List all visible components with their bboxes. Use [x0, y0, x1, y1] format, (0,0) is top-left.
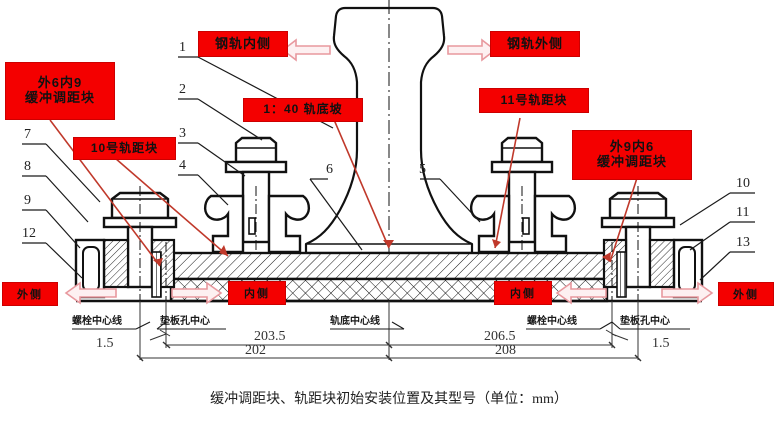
arrow-inner-left — [171, 281, 223, 305]
leader-number-5: 5 — [419, 162, 426, 177]
callout-gauge-block-10-text: 10号轨距块 — [90, 140, 159, 155]
arrow-rail-outer — [447, 38, 497, 62]
label-rail-base-center: 轨底中心线 — [330, 316, 380, 327]
callout-buffer-block-right: 外9内6 缓冲调距块 — [572, 130, 692, 180]
callout-rail-inner-side: 钢轨内侧 — [198, 31, 288, 57]
leader-number-11: 11 — [736, 205, 750, 220]
base-plate — [169, 251, 609, 281]
callout-buffer-block-left-line1: 外6内9 — [37, 75, 83, 91]
red-leader-arrowheads — [153, 239, 611, 266]
arrow-rail-inner — [281, 38, 331, 62]
red-callout-leaders — [49, 114, 638, 267]
callout-buffer-block-right-line1: 外9内6 — [609, 139, 655, 155]
right-outer-bolt-assembly — [600, 186, 704, 318]
leader-number-13: 13 — [736, 235, 750, 250]
left-clip-assembly — [203, 136, 311, 254]
callout-buffer-block-left: 外6内9 缓冲调距块 — [5, 62, 115, 120]
callout-gauge-block-11: 11号轨距块 — [479, 88, 589, 113]
side-marker-outer-right: 外侧 — [718, 282, 774, 306]
label-bolt-center-left: 螺栓中心线 — [72, 316, 122, 327]
direction-arrows — [64, 38, 714, 305]
leader-number-6: 6 — [326, 162, 333, 177]
leader-number-9: 9 — [24, 193, 31, 208]
side-marker-inner-right: 内侧 — [494, 281, 552, 305]
label-plate-hole-center-right: 垫板孔中心 — [620, 316, 670, 327]
arrow-outer-right — [661, 281, 714, 305]
side-marker-inner-right-text: 内侧 — [510, 288, 536, 300]
arrow-inner-right — [555, 281, 607, 305]
callout-rail-cant: 1：40 轨底坡 — [243, 98, 363, 122]
leader-number-12: 12 — [22, 226, 36, 241]
callout-rail-outer-side: 钢轨外侧 — [490, 31, 580, 57]
side-marker-outer-left: 外侧 — [2, 282, 58, 306]
side-marker-outer-left-text: 外侧 — [17, 289, 43, 301]
label-bolt-center-right: 螺栓中心线 — [527, 316, 577, 327]
callout-rail-inner-side-text: 钢轨内侧 — [214, 35, 271, 51]
callout-buffer-block-right-line2: 缓冲调距块 — [596, 154, 667, 169]
leader-number-2: 2 — [179, 82, 186, 97]
side-marker-outer-right-text: 外侧 — [733, 289, 759, 301]
callout-gauge-block-10: 10号轨距块 — [73, 137, 176, 160]
dimension-offset-left: 1.5 — [96, 336, 114, 351]
left-outer-bolt-assembly — [74, 186, 178, 318]
leader-number-10: 10 — [736, 176, 750, 191]
leader-number-7: 7 — [24, 127, 31, 142]
leader-number-8: 8 — [24, 159, 31, 174]
dimension-outer-left: 202 — [245, 343, 266, 358]
callout-rail-cant-text: 1：40 轨底坡 — [263, 102, 343, 117]
arrow-outer-left — [64, 281, 117, 305]
dimension-inner-left: 203.5 — [254, 329, 286, 344]
right-clip-assembly — [469, 136, 577, 254]
leader-number-3: 3 — [179, 126, 186, 141]
label-plate-hole-center-left: 垫板孔中心 — [160, 316, 210, 327]
leader-number-1: 1 — [179, 40, 186, 55]
dimension-outer-right: 208 — [495, 343, 516, 358]
dimension-offset-right: 1.5 — [652, 336, 670, 351]
centerline-label-leaders — [72, 321, 690, 330]
side-marker-inner-left-text: 内侧 — [244, 288, 270, 300]
side-marker-inner-left: 内侧 — [228, 281, 286, 305]
dimension-inner-right: 206.5 — [484, 329, 516, 344]
dimension-lines — [136, 301, 642, 362]
callout-buffer-block-left-line2: 缓冲调距块 — [24, 90, 95, 105]
callout-gauge-block-11-text: 11号轨距块 — [500, 92, 568, 107]
leader-number-4: 4 — [179, 158, 186, 173]
figure-caption: 缓冲调距块、轨距块初始安装位置及其型号（单位：mm） — [210, 392, 568, 407]
callout-rail-outer-side-text: 钢轨外侧 — [506, 35, 563, 51]
